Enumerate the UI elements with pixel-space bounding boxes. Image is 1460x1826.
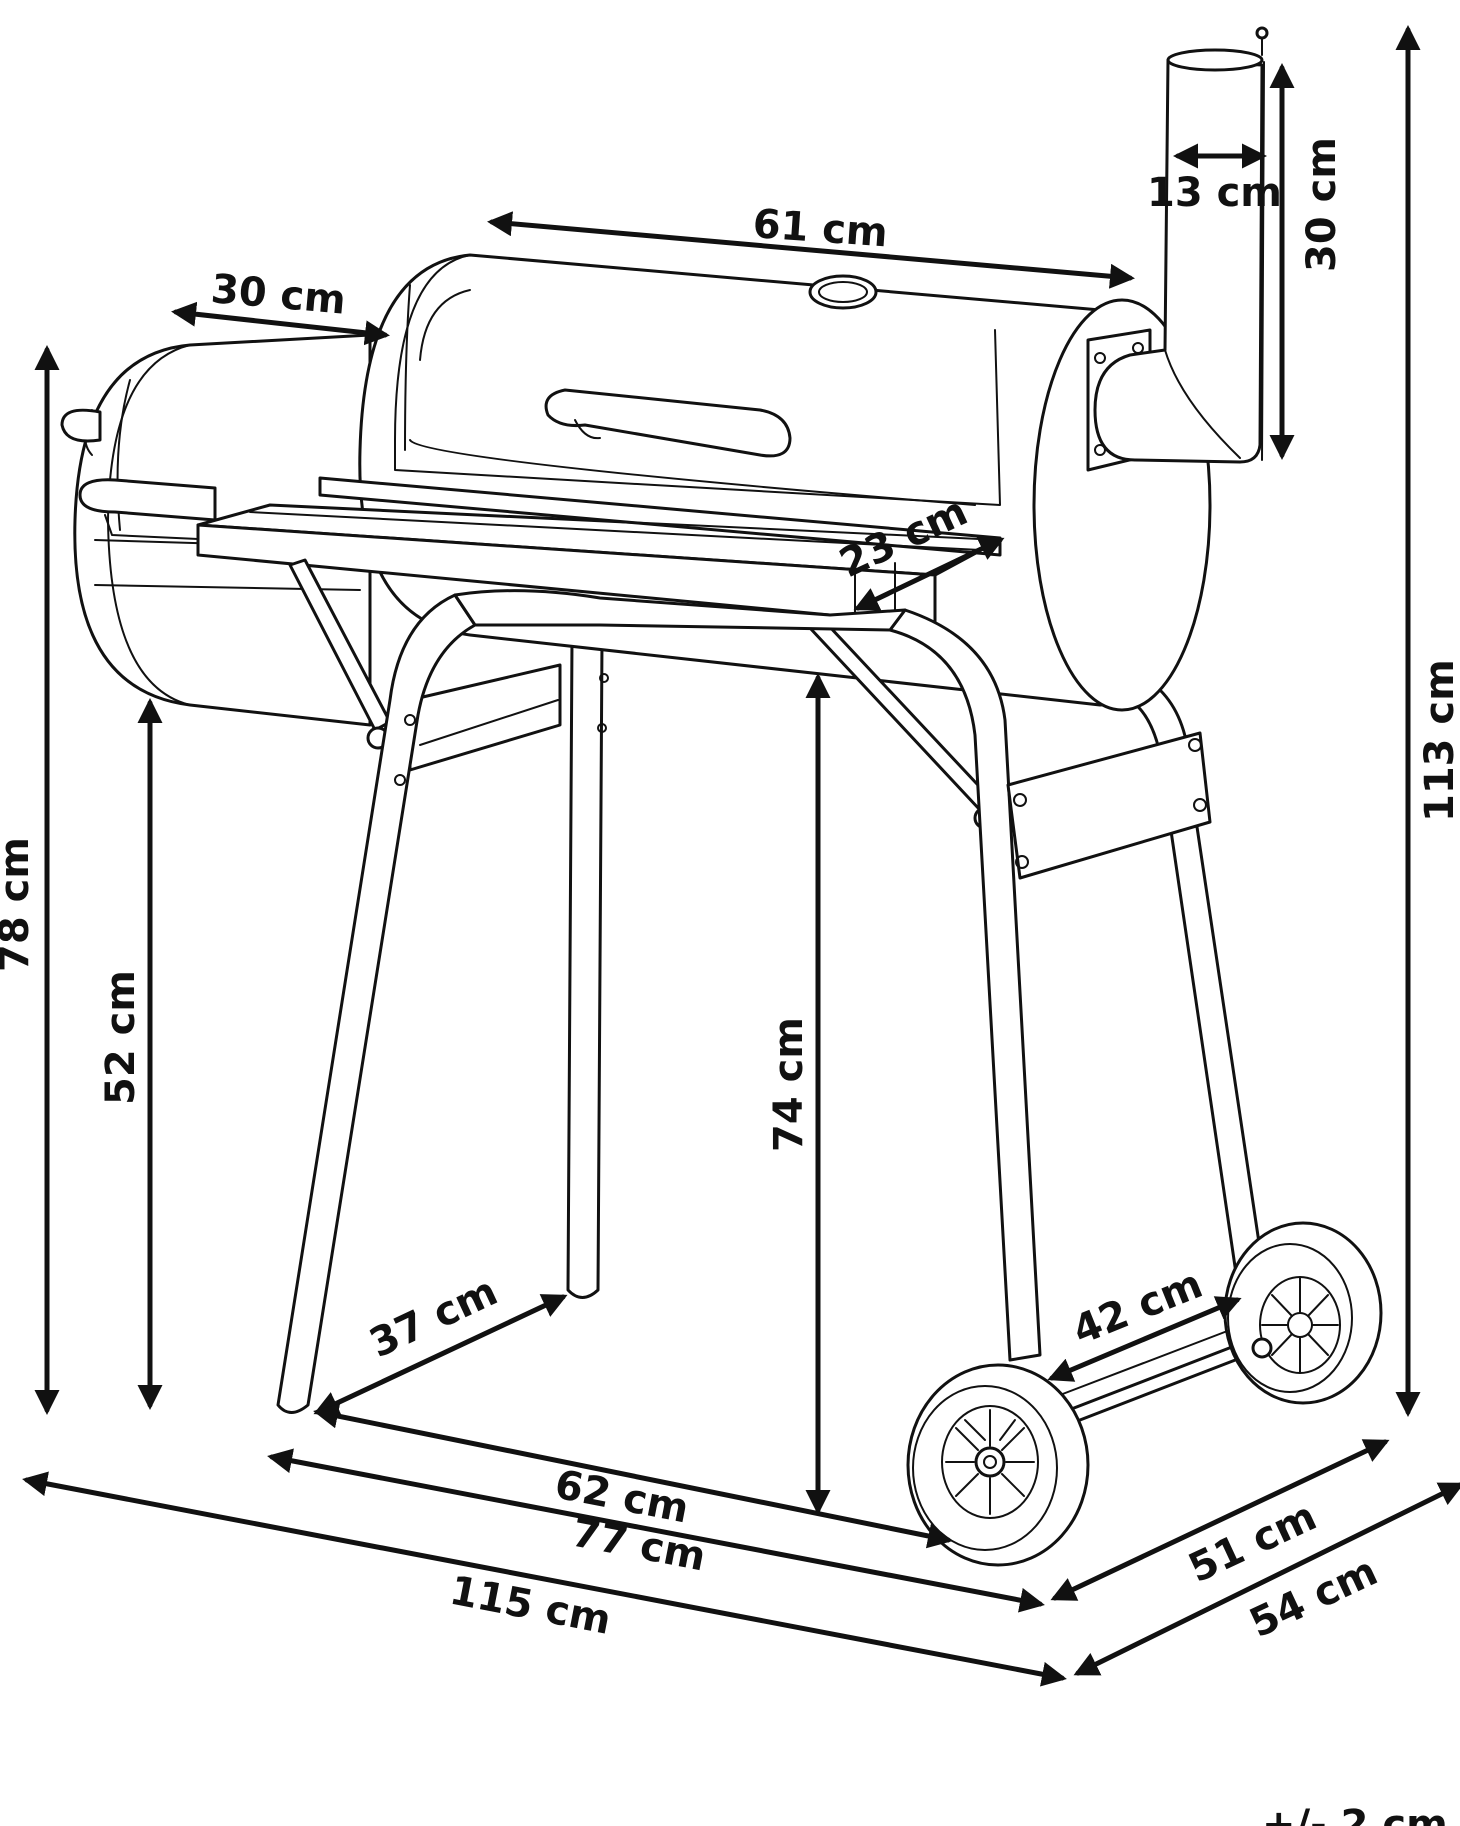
rear-wheel-icon [1223, 1221, 1383, 1405]
lid-handle-icon [544, 388, 792, 458]
label-firebox-top-height: 78 cm [0, 837, 38, 972]
label-tolerance: +/- 2 cm [1262, 1802, 1448, 1826]
label-total-length: 115 cm [446, 1568, 615, 1644]
label-cart-height: 74 cm [766, 1017, 812, 1152]
cross-brace [408, 663, 562, 772]
label-firebox-length: 30 cm [209, 266, 347, 324]
rear-right-leg [1128, 688, 1277, 1357]
label-leg-depth: 37 cm [363, 1268, 505, 1367]
main-chamber [358, 253, 1212, 712]
label-firebox-bottom-height: 52 cm [98, 970, 144, 1105]
label-total-height: 113 cm [1417, 659, 1460, 822]
label-chimney-height: 30 cm [1299, 137, 1345, 272]
thermometer-icon [808, 274, 878, 310]
smoker-illustration [60, 26, 1383, 1567]
front-shelf [196, 476, 1002, 627]
front-left-leg [276, 593, 477, 1414]
front-right-leg [888, 608, 1042, 1362]
label-chimney-diameter: 13 cm [1147, 170, 1282, 216]
chimney [1086, 26, 1269, 472]
label-main-chamber-length: 61 cm [751, 201, 889, 256]
rear-left-leg [566, 638, 609, 1299]
arch-top [453, 589, 907, 632]
dimension-arrows [22, 24, 1460, 1687]
label-total-depth: 54 cm [1243, 1548, 1385, 1647]
side-plate [1006, 731, 1212, 880]
